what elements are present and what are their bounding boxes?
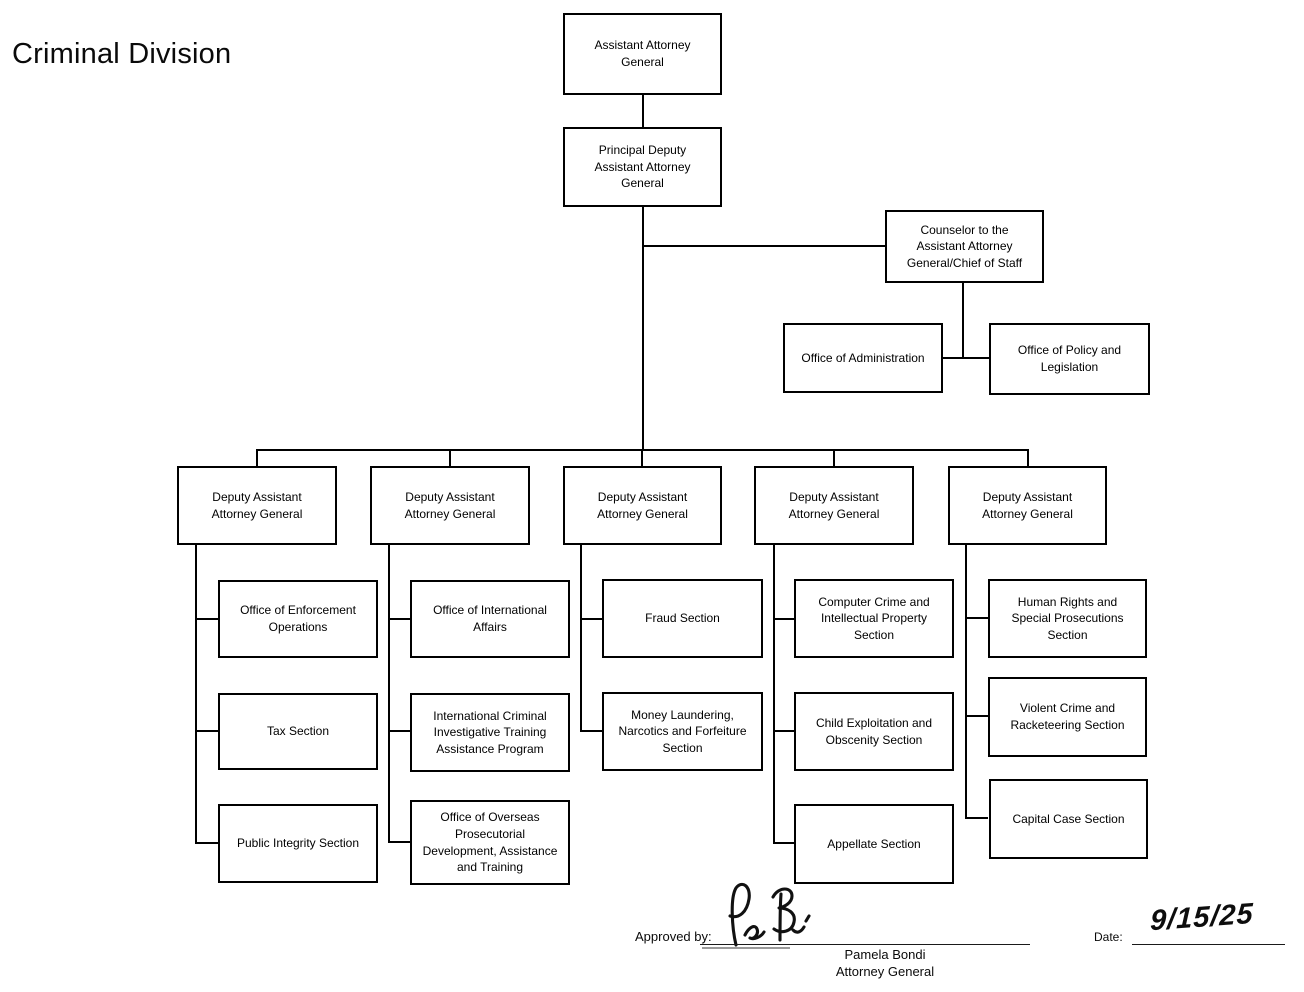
- connector-line: [580, 544, 582, 732]
- connector-line: [773, 730, 794, 732]
- box-violent-crime-section: Violent Crime and Racketeering Section: [988, 677, 1147, 757]
- box-human-rights-section: Human Rights and Special Prosecutions Se…: [988, 579, 1147, 658]
- box-capital-case-section: Capital Case Section: [989, 779, 1148, 859]
- connector-line: [773, 842, 794, 844]
- connector-line: [642, 94, 644, 128]
- box-office-of-policy-legislation: Office of Policy and Legislation: [989, 323, 1150, 395]
- connector-line: [965, 817, 988, 819]
- connector-line: [773, 618, 794, 620]
- box-deputy-aag-4: Deputy Assistant Attorney General: [754, 466, 914, 545]
- page-title: Criminal Division: [12, 38, 232, 70]
- box-money-laundering-section: Money Laundering, Narcotics and Forfeitu…: [602, 692, 763, 771]
- signer-name: Pamela Bondi: [844, 947, 926, 962]
- signer-block: Pamela Bondi Attorney General: [790, 946, 980, 980]
- box-child-exploitation-section: Child Exploitation and Obscenity Section: [794, 692, 954, 771]
- box-office-of-administration: Office of Administration: [783, 323, 943, 393]
- connector-line: [962, 281, 964, 359]
- box-deputy-aag-5: Deputy Assistant Attorney General: [948, 466, 1107, 545]
- connector-line: [642, 206, 644, 451]
- date-label: Date:: [1094, 930, 1123, 944]
- box-tax-section: Tax Section: [218, 693, 378, 770]
- connector-line: [965, 617, 988, 619]
- box-deputy-aag-2: Deputy Assistant Attorney General: [370, 466, 530, 545]
- connector-line: [942, 357, 990, 359]
- box-assistant-attorney-general: Assistant Attorney General: [563, 13, 722, 95]
- connector-line: [643, 245, 885, 247]
- box-deputy-aag-3: Deputy Assistant Attorney General: [563, 466, 722, 545]
- connector-line: [195, 618, 218, 620]
- box-icitap: International Criminal Investigative Tra…: [410, 693, 570, 772]
- connector-line: [580, 618, 602, 620]
- connector-line: [388, 544, 390, 843]
- connector-line: [1027, 449, 1029, 467]
- connector-line: [833, 449, 835, 467]
- box-computer-crime-ip-section: Computer Crime and Intellectual Property…: [794, 579, 954, 658]
- connector-line: [773, 544, 775, 844]
- box-deputy-aag-1: Deputy Assistant Attorney General: [177, 466, 337, 545]
- date-value: 9/15/25: [1149, 897, 1255, 938]
- signature-line-shadow: [702, 947, 790, 949]
- connector-line: [641, 449, 643, 467]
- connector-line: [256, 449, 258, 467]
- box-counselor-chief-of-staff: Counselor to the Assistant Attorney Gene…: [885, 210, 1044, 283]
- connector-line: [965, 544, 967, 819]
- box-office-of-enforcement-operations: Office of Enforcement Operations: [218, 580, 378, 658]
- box-opdat: Office of Overseas Prosecutorial Develop…: [410, 800, 570, 885]
- connector-line: [965, 715, 988, 717]
- signature-image: [728, 882, 811, 947]
- connector-line: [195, 544, 197, 844]
- connector-line: [388, 618, 410, 620]
- connector-line: [580, 730, 602, 732]
- connector-line: [449, 449, 451, 467]
- date-line: [1132, 944, 1285, 945]
- box-fraud-section: Fraud Section: [602, 579, 763, 658]
- approved-by-label: Approved by:: [635, 929, 712, 944]
- connector-line: [195, 842, 218, 844]
- signature-line: [700, 944, 1030, 945]
- box-principal-deputy-aag: Principal Deputy Assistant Attorney Gene…: [563, 127, 722, 207]
- signer-title: Attorney General: [835, 964, 935, 980]
- connector-line: [195, 730, 218, 732]
- connector-line: [388, 841, 410, 843]
- box-public-integrity-section: Public Integrity Section: [218, 804, 378, 883]
- box-appellate-section: Appellate Section: [794, 804, 954, 884]
- box-office-of-international-affairs: Office of International Affairs: [410, 580, 570, 658]
- connector-line: [388, 730, 410, 732]
